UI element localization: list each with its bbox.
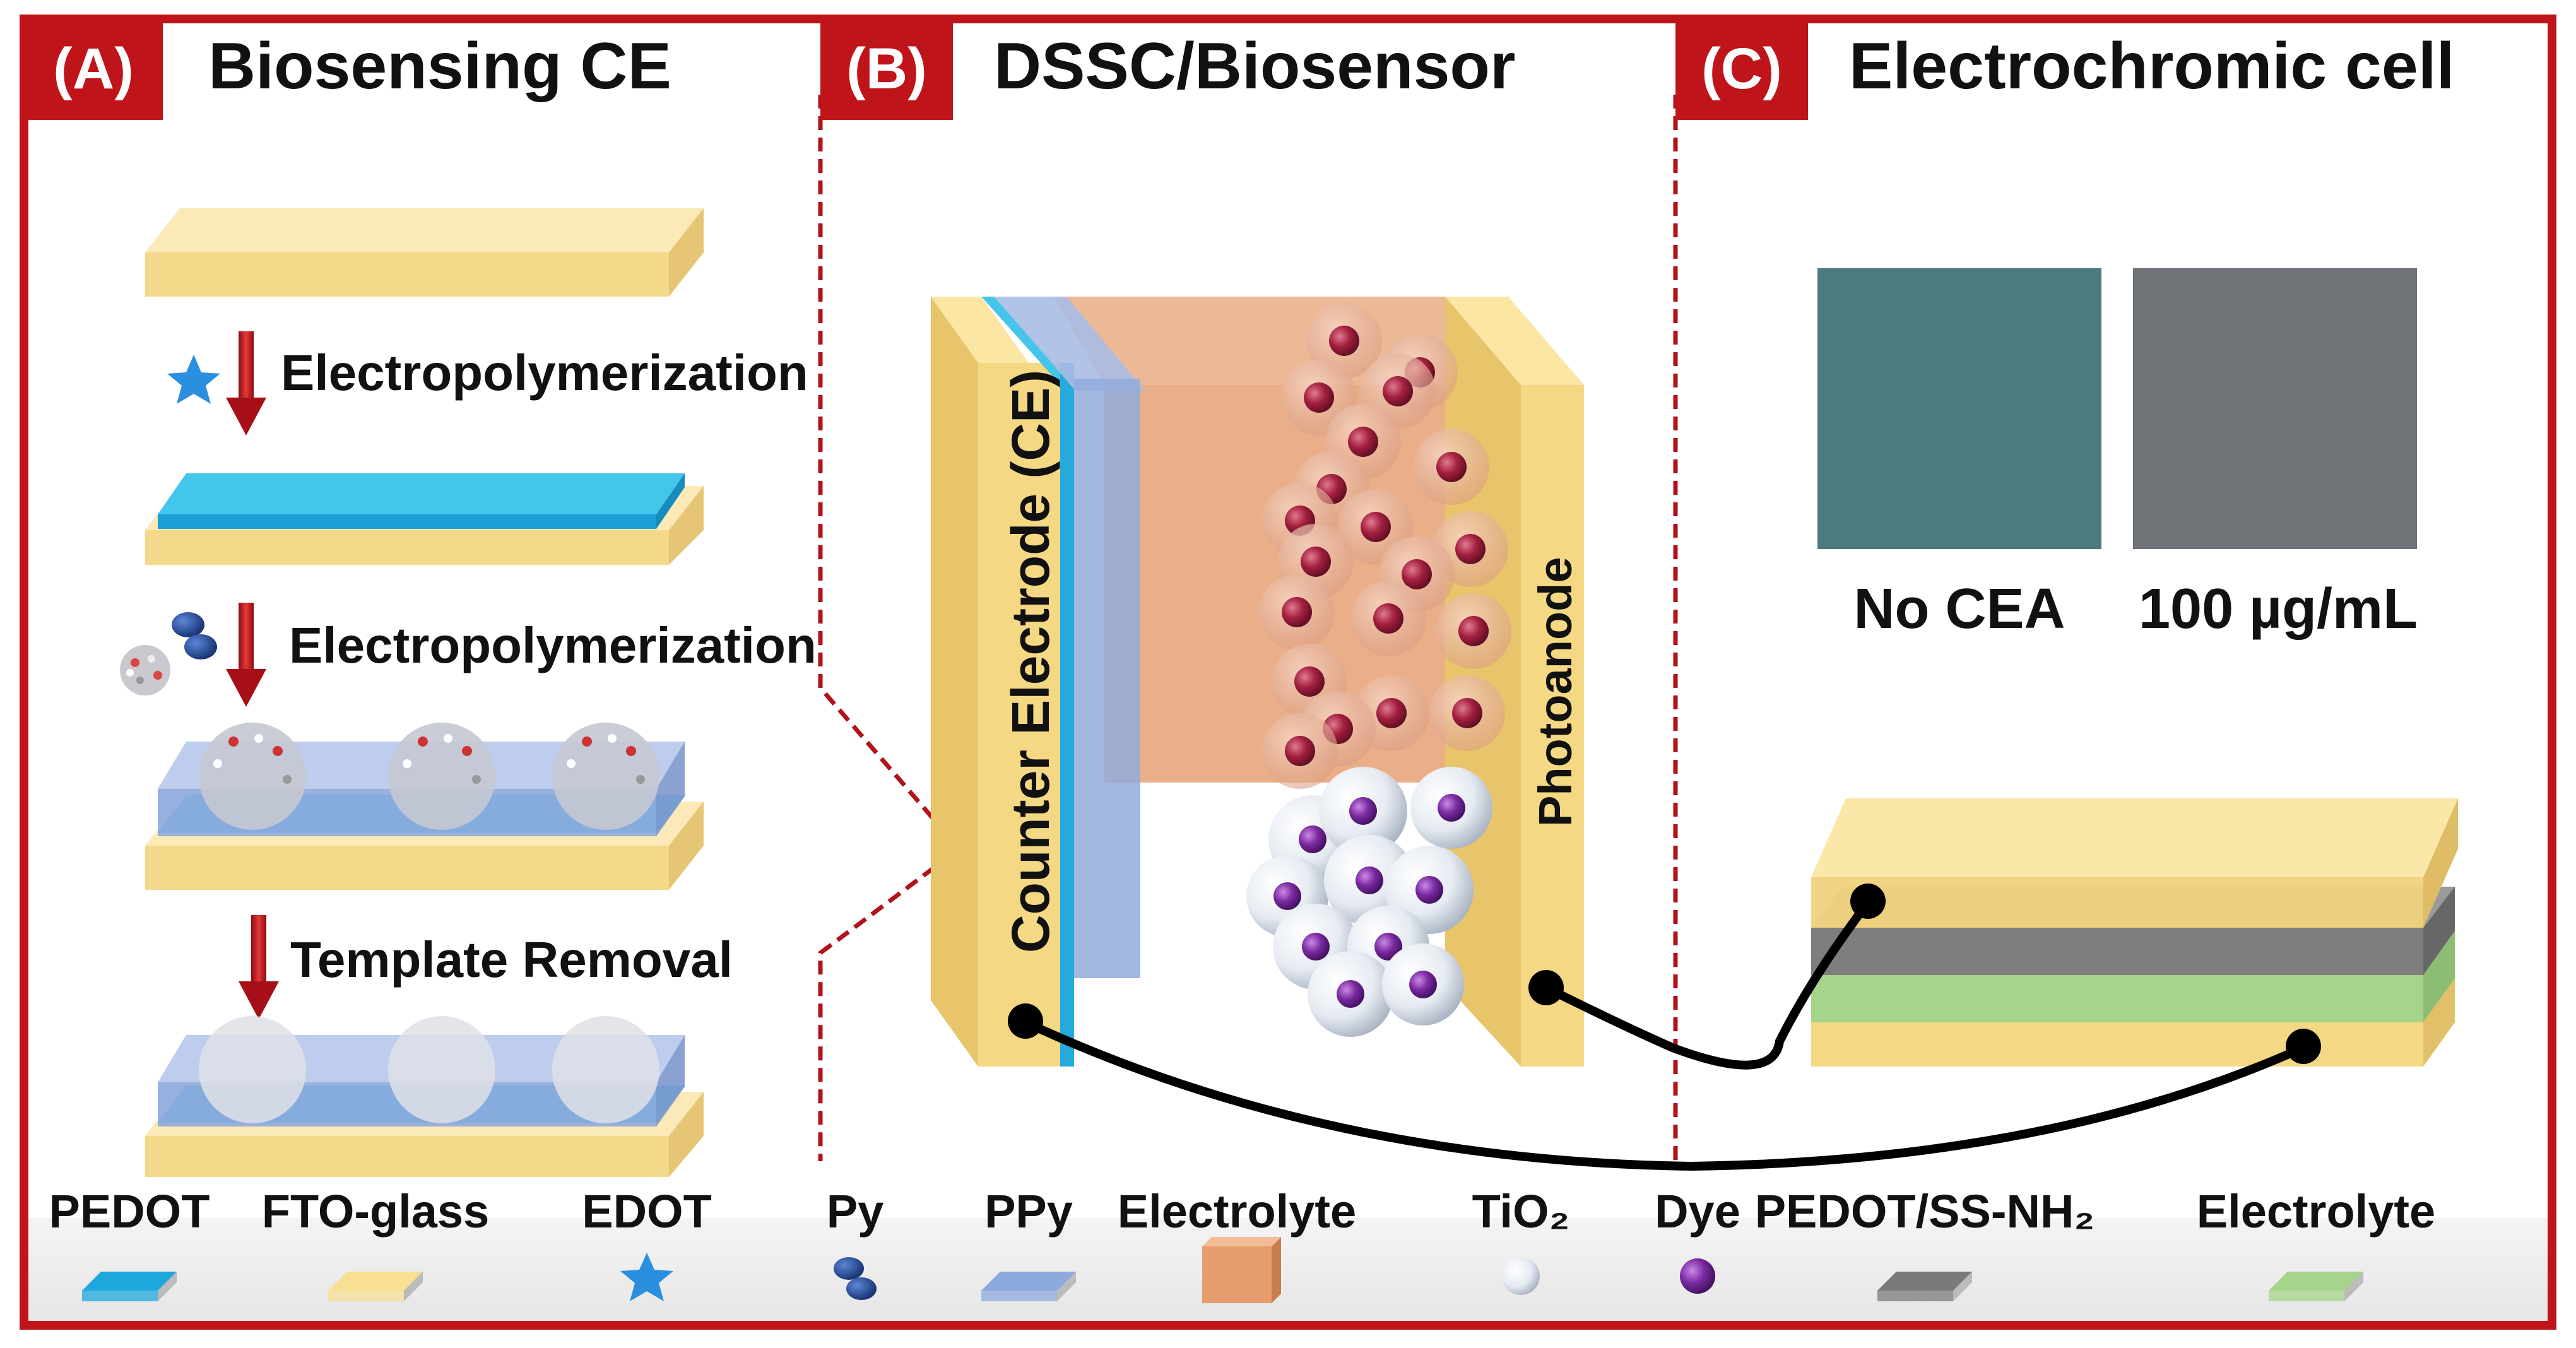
panel-b-header: (B) DSSC/Biosensor (820, 19, 1515, 120)
legend-label: FTO-glass (262, 1185, 490, 1238)
outer-frame (20, 15, 2556, 1330)
legend-label: Py (827, 1185, 884, 1238)
step-template-removal: Template Removal (290, 931, 733, 988)
swatch-cea-100-label: 100 µg/mL (2139, 577, 2418, 641)
panel-c-tag-bg (1675, 19, 1808, 120)
legend-label: PEDOT/SS-NH₂ (1755, 1185, 2095, 1238)
panel-c-header: (C) Electrochromic cell (1675, 19, 2455, 120)
counter-electrode-slab: Counter Electrode (CE) (931, 297, 1145, 1067)
legend-label: PEDOT (49, 1185, 210, 1238)
legend-label: TiO₂ (1472, 1185, 1570, 1238)
fto-glass-swatch (328, 1272, 423, 1301)
wire-photoanode-to-top-electrode (1542, 898, 1872, 1070)
panel-a-title: Biosensing CE (208, 30, 671, 103)
legend-label: Electrolyte (2197, 1185, 2435, 1238)
edot-star-icon (167, 355, 220, 404)
step-electropolymerization-2: Electropolymerization (289, 617, 817, 673)
tio2-dye-particles (1246, 767, 1492, 1037)
slab-fto-pedot (145, 473, 704, 565)
wires (1008, 884, 2321, 1171)
electrolyte-swatch (1202, 1237, 1281, 1303)
swatch-no-cea (1817, 268, 2101, 549)
imprint-cavity (388, 1016, 495, 1123)
template-cluster (552, 723, 659, 830)
tio2-sphere-icon (1502, 1257, 1540, 1295)
electrochromic-device (1811, 798, 2458, 1067)
pedot-swatch (82, 1272, 177, 1301)
panel-b-tag-bg (820, 19, 953, 120)
slab-ppy-templated (145, 723, 704, 890)
imprint-cavity (552, 1016, 659, 1123)
wire-ce-to-bottom-electrode (1021, 1018, 2308, 1171)
arrow-step-1 (226, 331, 266, 435)
ppy-swatch (981, 1272, 1076, 1301)
swatch-no-cea-label: No CEA (1854, 577, 2065, 641)
arrow-step-2 (226, 603, 266, 707)
template-cluster (388, 723, 495, 830)
panel-c-tag: (C) (1701, 37, 1782, 101)
star-icon (620, 1253, 673, 1301)
pyrrole-icon (834, 1257, 877, 1300)
legend-label: Electrolyte (1118, 1185, 1356, 1238)
panel-c-title: Electrochromic cell (1849, 30, 2455, 103)
panel-b-title: DSSC/Biosensor (994, 30, 1515, 103)
legend-label: PPy (984, 1185, 1073, 1238)
terminal-top-electrode (1850, 884, 1886, 919)
photoanode-label: Photoanode (1529, 557, 1581, 827)
pedot-ss-nh2-swatch (1877, 1272, 1972, 1301)
sensitized-particles (1259, 303, 1511, 789)
counter-electrode-label: Counter Electrode (CE) (1001, 370, 1060, 953)
panel-b: Counter Electrode (CE) Photoanode (931, 297, 1584, 1067)
legend-label: EDOT (582, 1185, 712, 1238)
legend-bar (28, 1218, 2548, 1321)
panel-a-tag-bg (24, 19, 163, 120)
panel-c: No CEA 100 µg/mL (1811, 268, 2458, 1067)
panel-a-tag: (A) (53, 37, 134, 101)
cea-template-icon (120, 645, 170, 695)
imprint-cavity (199, 1016, 306, 1123)
pyrrole-icon (172, 612, 217, 659)
legend-label: Dye (1655, 1185, 1740, 1238)
electrolyte-gel-swatch (2269, 1272, 2363, 1301)
template-cluster (199, 723, 306, 830)
arrow-step-3 (239, 915, 279, 1019)
legend: PEDOT FTO-glass EDOT Py PPy Electrolyte TiO₂ Dy… (49, 1185, 2435, 1303)
terminal-photoanode (1528, 970, 1564, 1005)
terminal-bottom-electrode (2286, 1029, 2321, 1064)
swatch-cea-100 (2133, 268, 2417, 549)
panel-a: Electropolymerization Electropolymerizat… (120, 208, 817, 1177)
panel-a-header: (A) Biosensing CE (24, 19, 671, 120)
dye-sphere-icon (1680, 1258, 1715, 1294)
step-electropolymerization-1: Electropolymerization (281, 345, 808, 401)
panel-b-tag: (B) (846, 37, 927, 101)
slab-fto-bare (145, 208, 704, 297)
terminal-ce (1008, 1003, 1043, 1039)
slab-mip-imprinted (145, 1016, 704, 1177)
